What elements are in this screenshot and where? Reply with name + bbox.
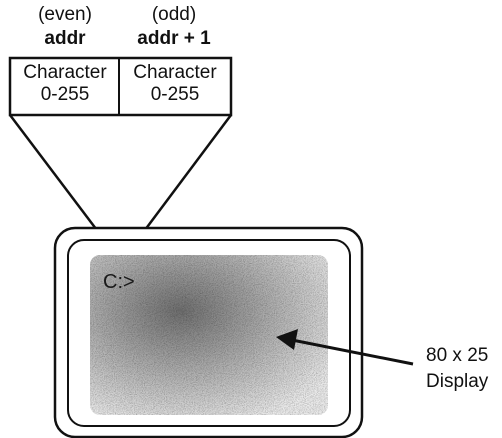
display-arrow-shaft bbox=[291, 338, 414, 366]
display-label: Display bbox=[426, 371, 489, 392]
even-cell-content: Character bbox=[23, 62, 107, 83]
odd-cell-range: 0-255 bbox=[150, 84, 200, 105]
odd-parity-label: (odd) bbox=[151, 4, 197, 25]
display-arrow-head bbox=[276, 329, 298, 350]
display-size-label: 80 x 25 bbox=[426, 345, 489, 366]
odd-cell: Character 0-255 bbox=[120, 62, 230, 106]
even-address-label: addr bbox=[44, 28, 86, 49]
screen-prompt: C:> bbox=[103, 271, 135, 293]
even-cell-range: 0-255 bbox=[40, 84, 90, 105]
even-cell: Character 0-255 bbox=[11, 62, 119, 106]
odd-cell-content: Character bbox=[133, 62, 217, 83]
memory-cells-box bbox=[8, 56, 233, 117]
odd-address-label: addr + 1 bbox=[137, 28, 211, 49]
even-parity-label: (even) bbox=[38, 4, 92, 25]
